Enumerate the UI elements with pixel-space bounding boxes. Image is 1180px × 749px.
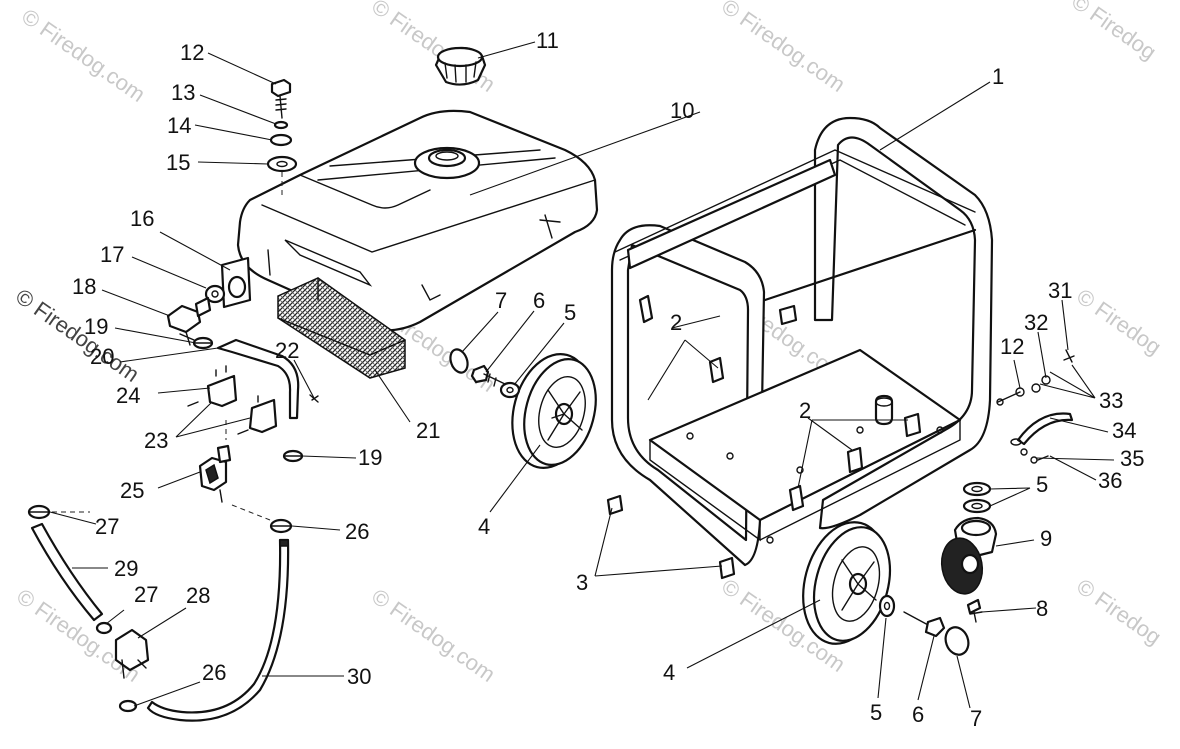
- callout-34: 34: [1112, 418, 1136, 443]
- fuel-tap: [198, 444, 232, 503]
- callout-7: 7: [970, 706, 982, 731]
- callout-32: 32: [1024, 310, 1048, 335]
- callout-10: 10: [670, 98, 694, 123]
- callout-2: 2: [670, 310, 682, 335]
- callout-27: 27: [95, 514, 119, 539]
- callout-27: 27: [134, 582, 158, 607]
- callout-18: 18: [72, 274, 96, 299]
- callout-6: 6: [533, 288, 545, 313]
- callout-3: 3: [576, 570, 588, 595]
- callout-28: 28: [186, 583, 210, 608]
- fuel-lines: [27, 504, 293, 722]
- callout-12: 12: [1000, 334, 1024, 359]
- callout-5: 5: [870, 700, 882, 725]
- axle-hardware-upper: [449, 348, 521, 399]
- callout-17: 17: [100, 242, 124, 267]
- fuel-hose-and-brackets: [187, 336, 319, 463]
- tank-bolt-stack: [266, 78, 298, 195]
- callout-19: 19: [358, 445, 382, 470]
- callout-35: 35: [1120, 446, 1144, 471]
- callout-24: 24: [116, 383, 140, 408]
- callout-14: 14: [167, 113, 191, 138]
- callout-26: 26: [345, 519, 369, 544]
- watermark-text: © Firedog: [1067, 0, 1161, 65]
- callout-23: 23: [144, 428, 168, 453]
- leader-lines: [49, 41, 1115, 709]
- watermark-text: © Firedog.com: [367, 584, 500, 687]
- callout-25: 25: [120, 478, 144, 503]
- axle-hardware-lower: [878, 594, 970, 656]
- watermark-text: © Firedog.com: [367, 0, 500, 97]
- callout-7: 7: [495, 288, 507, 313]
- callout-4: 4: [663, 660, 675, 685]
- watermark-text: © Firedog.com: [17, 4, 150, 107]
- callout-12: 12: [180, 40, 204, 65]
- callout-labels: 1 2 2 3 4 4 5 5 5 6 6 7 7 8 9 10 11 12 1…: [72, 28, 1144, 731]
- callout-26: 26: [202, 660, 226, 685]
- callout-13: 13: [171, 80, 195, 105]
- foam-pad: [277, 277, 406, 379]
- filler-cap: [434, 46, 487, 86]
- callout-4: 4: [478, 514, 490, 539]
- callout-2: 2: [799, 398, 811, 423]
- watermark-text: © Firedog: [1072, 574, 1166, 650]
- callout-5: 5: [1036, 472, 1048, 497]
- watermark-text: © Firedog.com: [717, 0, 850, 97]
- callout-9: 9: [1040, 526, 1052, 551]
- callout-20: 20: [90, 344, 114, 369]
- callout-22: 22: [275, 338, 299, 363]
- watermark-text: © Firedog: [1072, 284, 1166, 360]
- callout-6: 6: [912, 702, 924, 727]
- wheel-upper: [511, 353, 597, 469]
- callout-11: 11: [536, 28, 559, 53]
- callout-31: 31: [1048, 278, 1072, 303]
- callout-33: 33: [1099, 388, 1123, 413]
- callout-1: 1: [992, 64, 1004, 89]
- ground-cable-parts: [996, 349, 1075, 464]
- callout-5: 5: [564, 300, 576, 325]
- callout-21: 21: [416, 418, 440, 443]
- callout-36: 36: [1098, 468, 1122, 493]
- fuel-tap-parts: [166, 256, 252, 346]
- fuel-tank: [236, 109, 599, 332]
- generator-frame: [606, 116, 994, 580]
- callout-19: 19: [84, 314, 108, 339]
- callout-29: 29: [114, 556, 138, 581]
- wheel-lower: [802, 521, 891, 645]
- callout-8: 8: [1036, 596, 1048, 621]
- callout-30: 30: [347, 664, 371, 689]
- caster-assembly: [940, 481, 998, 623]
- callout-15: 15: [166, 150, 190, 175]
- callout-16: 16: [130, 206, 154, 231]
- watermark-text-dark: © Firedog.com: [11, 284, 144, 387]
